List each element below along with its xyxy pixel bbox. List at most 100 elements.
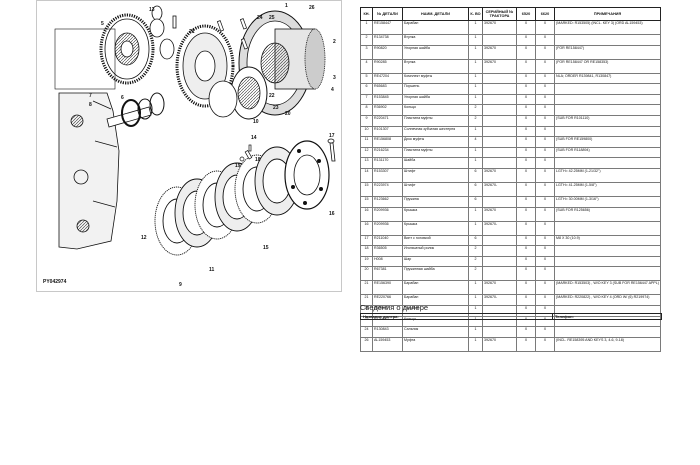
cell-part-number: RE158447 [372,20,403,35]
cell-qty: 1 [468,72,483,85]
cell-qty: 1 [468,326,483,338]
cell-key: 15 [360,181,373,197]
dealer-phone-label: Телефон: [555,314,574,319]
callout-20: 20 [285,111,291,117]
gear-5 [99,13,155,85]
cell-6520: X [516,195,536,208]
parts-table: КН. № ДЕТАЛИ НАИМ. ДЕТАЛИ К- ВО СЕРИЙНЫЙ… [360,7,661,352]
cell-qty: 1 [468,146,483,159]
cell-6620: X [535,125,555,138]
cell-qty: 6 [468,181,483,197]
cell-notes [554,93,661,106]
cell-6520: X [516,336,536,352]
cell-6620: X [535,157,555,169]
cell-6520: X [516,34,536,46]
cell-part-number: R90820 [372,44,403,60]
callout-7: 7 [89,93,92,99]
cell-part-number: RE47204 [372,72,403,85]
cell-part-name: Сальник [402,326,469,338]
cell-part-name: Крышка [402,206,469,222]
cell-part-name: Комплект муфты [402,72,469,85]
cell-qty: 1 [468,34,483,46]
callout-8: 8 [89,102,92,108]
cell-key: 5 [360,72,373,85]
table-header-row: КН. № ДЕТАЛИ НАИМ. ДЕТАЛИ К- ВО СЕРИЙНЫЙ… [360,7,661,21]
cell-6620: X [535,336,555,352]
cell-qty: 1 [468,93,483,106]
cell-part-name: Крышка [402,220,469,236]
cell-key: 17 [360,234,373,247]
cell-part-number: RE156808 [372,136,403,148]
cell-6520: X [516,206,536,222]
cell-serial: 392670 [482,206,517,222]
cell-part-number: R36902 [372,104,403,116]
cell-notes: (INCL. RE158395 AND KEYS 3, 4-6, 9-18) [554,336,661,352]
cell-serial [482,34,517,46]
cell-qty: 1 [468,157,483,169]
cell-6520: X [516,44,536,60]
cell-notes [554,220,661,236]
cell-notes [554,255,661,268]
cell-notes: (MARKED: R153505) (INCL. KEY 3) (ORD AL1… [554,20,661,35]
cell-6520: X [516,245,536,257]
cell-serial [482,245,517,257]
cell-serial: 392670 [482,20,517,35]
bolt-17 [327,138,336,162]
diagram-drawing: 1 2 3 4 5 6 7 8 9 10 11 12 13 14 15 16 1… [43,3,336,288]
cell-part-number: R36505 [372,245,403,257]
sun-gear-group [208,66,268,120]
cell-6620: X [535,93,555,106]
cell-part-number: R220471 [372,114,403,127]
cell-qty: 1 [468,220,483,236]
cell-6620: X [535,20,555,35]
cell-serial: 392670 [482,167,517,183]
col-header-qty: К- ВО [468,7,483,21]
cell-part-number: R90285 [372,58,403,74]
cell-key: 1 [360,20,373,35]
cell-6620: X [535,245,555,257]
cell-notes: (MARKED: R153503) , W/O KEY 3 (SUB FOR R… [554,280,661,296]
cover-16 [284,140,330,210]
callout-labels: 1 2 3 4 5 6 7 8 9 10 11 12 13 14 15 16 1… [89,3,336,288]
cell-serial: 392670 [482,58,517,74]
cell-part-number: R65683 [372,83,403,95]
cell-6520: X [516,157,536,169]
cell-part-number: R123662 [372,195,403,208]
callout-9: 9 [179,282,182,288]
callout-26: 26 [309,5,315,11]
figure-id: PY042974 [43,279,67,285]
cell-serial: 392670 [482,280,517,296]
cell-key: 18 [360,245,373,257]
cell-serial: 392670- [482,294,517,306]
cell-6620: X [535,280,555,296]
cell-notes [554,104,661,116]
col-header-serial: СЕРИЙНЫЙ № ТРАКТОРА [482,7,517,21]
exploded-parts-diagram: 1 2 3 4 5 6 7 8 9 10 11 12 13 14 15 16 1… [36,0,342,292]
cell-6520: X [516,93,536,106]
cell-notes: M8 X 30 (10.9) [554,234,661,247]
cell-serial: 392670- [482,220,517,236]
cell-serial: 392670 [482,44,517,60]
cell-part-number: R134738 [372,34,403,46]
callout-2: 2 [333,39,336,45]
dealer-section-title: Сведения о дилере [360,303,429,312]
cell-6620: X [535,294,555,306]
cell-6520: X [516,114,536,127]
cell-qty: 6 [468,234,483,247]
cell-6520: X [516,58,536,74]
cell-serial [482,83,517,95]
transmission-housing [58,92,120,250]
cell-key: 10 [360,125,373,138]
cell-key: 7 [360,93,373,106]
cell-serial: 392670 [482,336,517,352]
